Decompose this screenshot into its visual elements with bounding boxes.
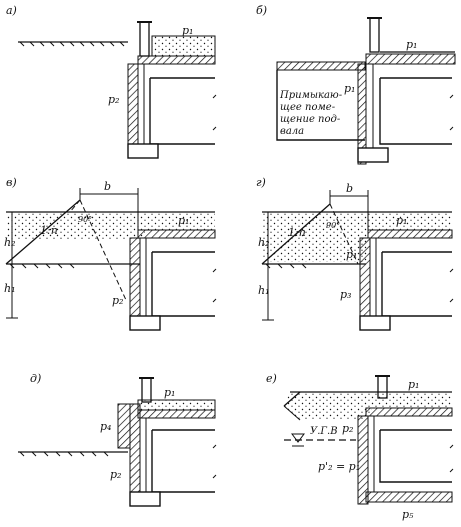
label-d-p2: p₂ <box>110 468 121 481</box>
label-e-p1: p₁ <box>408 378 419 391</box>
label-d-p1: p₁ <box>164 386 175 399</box>
label-v-p1: p₁ <box>178 214 189 227</box>
label-v-slope: 1:n <box>40 224 58 237</box>
label-e-p2: p₂ <box>342 422 353 435</box>
note-line-3: щение под- <box>280 114 341 125</box>
label-b-p1-side: p₁ <box>344 82 355 95</box>
label-g-p3: p₃ <box>340 288 351 301</box>
label-v-h2: h₂ <box>4 236 16 249</box>
label-g-p1: p₁ <box>396 214 407 227</box>
panel-b-letter: б) <box>256 4 267 17</box>
label-g-angle: 90° <box>326 221 340 230</box>
label-d-p4: p₄ <box>100 420 111 433</box>
label-e-ugv: У.Г.В <box>310 426 338 437</box>
label-g-h1: h₁ <box>258 284 270 297</box>
panel-g: г) b p₁ h₂ h₁ 1:n 90° p₁ p₃ <box>256 176 454 331</box>
panel-a-letter: а) <box>6 4 17 17</box>
label-v-p2: p₂ <box>112 294 123 307</box>
panel-v: в) b p₁ h₂ h₁ 1:n 90° p₂ <box>4 176 217 331</box>
label-b-p1-top: p₁ <box>406 38 417 51</box>
panel-v-letter: в) <box>6 176 17 189</box>
label-g-slope: 1:n <box>288 226 306 239</box>
label-e-p5: p₅ <box>402 508 414 521</box>
panel-e-letter: е) <box>266 372 277 385</box>
note-line-2: щее поме- <box>280 102 336 113</box>
label-g-b: b <box>346 182 353 195</box>
note-line-1: Примыкаю- <box>279 90 343 101</box>
label-g-h2: h₂ <box>258 236 270 249</box>
label-a-p1: p₁ <box>182 24 193 37</box>
label-a-p2: p₂ <box>108 93 119 106</box>
label-v-angle: 90° <box>78 215 92 224</box>
note-line-4: вала <box>280 126 304 137</box>
label-v-h1: h₁ <box>4 282 16 295</box>
label-e-p2prime: p'₂ = p₁ <box>318 460 360 473</box>
panel-e: е) p₁ У.Г.В p₂ p'₂ = p₁ p₅ <box>266 372 454 521</box>
panel-d-letter: д) <box>30 372 41 385</box>
panel-a: а) p₁ p₂ <box>6 4 217 159</box>
label-g-p1-side: p₁ <box>346 248 357 261</box>
label-v-b: b <box>104 180 111 193</box>
panel-d: д) p₁ p₄ p₂ <box>18 372 217 507</box>
panel-b: б) p₁ p₁ Примыкаю- щее поме- щение под- … <box>256 4 456 165</box>
panel-g-letter: г) <box>256 176 266 189</box>
